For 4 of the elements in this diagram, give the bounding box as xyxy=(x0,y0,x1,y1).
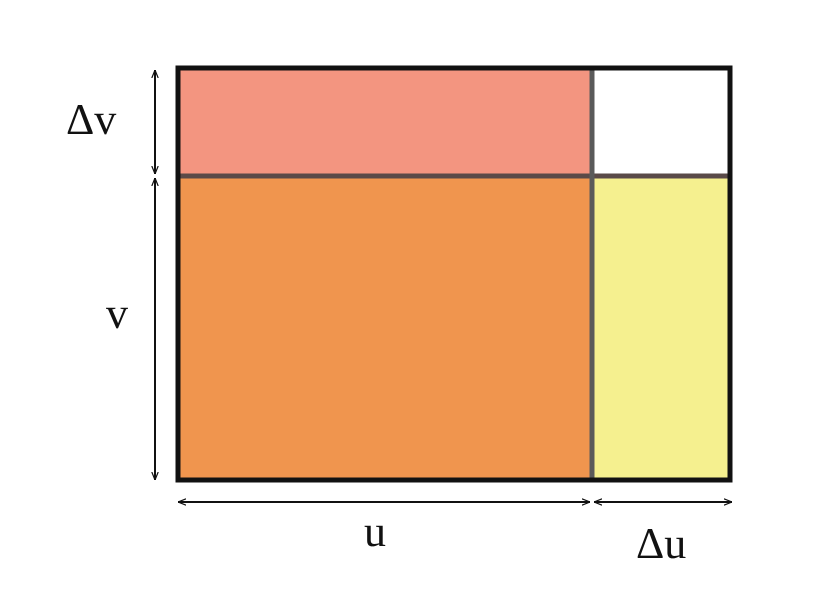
dimension-label: Δv xyxy=(66,98,116,142)
dimension-label: v xyxy=(106,292,128,336)
dimension-label: Δu xyxy=(636,522,686,566)
dimension-label: u xyxy=(364,510,386,554)
